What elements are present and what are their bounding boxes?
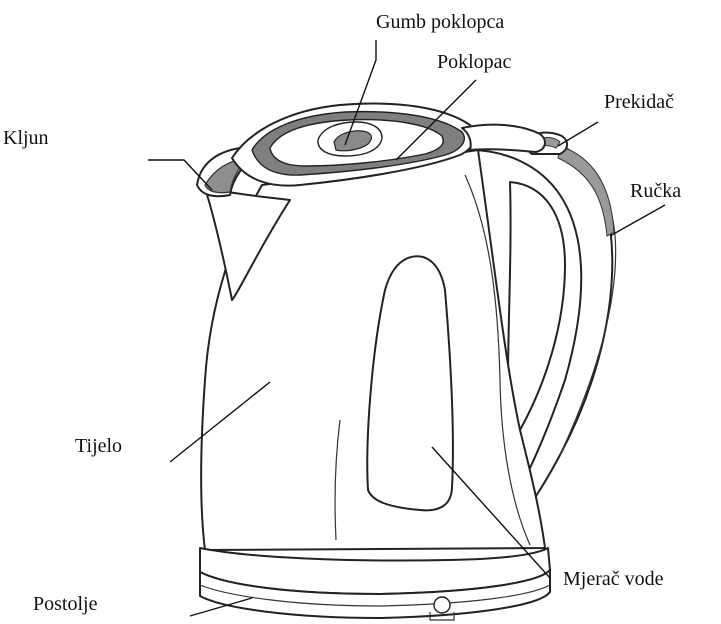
label-switch: Prekidač	[604, 91, 674, 113]
label-lid: Poklopac	[437, 51, 512, 73]
lid-rear-cover	[462, 125, 545, 152]
leader-switch	[558, 122, 598, 146]
handle-opening	[508, 182, 565, 430]
label-handle: Ručka	[630, 180, 681, 202]
label-lid-button: Gumb poklopca	[376, 11, 504, 33]
leader-handle	[610, 205, 665, 236]
kettle-illustration	[197, 104, 616, 620]
label-spout: Kljun	[3, 127, 49, 149]
base-connector-icon	[434, 597, 450, 613]
label-body: Tijelo	[75, 435, 122, 457]
label-water-gauge: Mjerač vode	[563, 568, 664, 590]
label-base: Postolje	[33, 593, 98, 615]
